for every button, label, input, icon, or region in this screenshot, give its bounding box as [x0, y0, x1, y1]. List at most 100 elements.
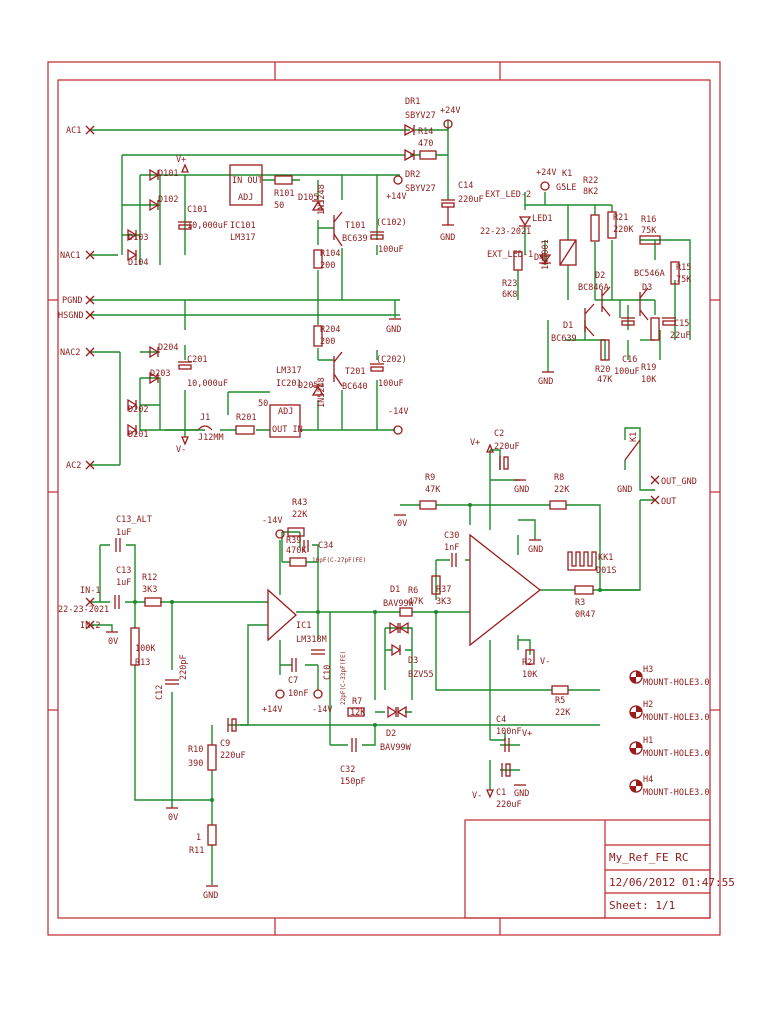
label-relay-c16: C16 [622, 355, 637, 365]
label-relay-c16-v: 100uF [614, 367, 640, 377]
label-amp-c34-v: 10pF(C-27pF(FE) [312, 557, 366, 564]
label-amp-r5-v: 22K [555, 708, 571, 718]
transistor-t101 [333, 211, 343, 247]
resistor-r39 [289, 557, 307, 567]
label-relay-d1: D1 [563, 321, 573, 331]
label-connectors-in1: IN-1 [80, 586, 100, 596]
resistor-r22 [590, 214, 600, 242]
label-psu-p24: +24V [440, 106, 460, 116]
resistor-r3 [574, 585, 594, 595]
psu-wires [90, 120, 449, 466]
label-psu-d102: D102 [158, 195, 178, 205]
label-amp-c9-v: 220uF [220, 751, 246, 761]
label-amp-r3-v: 0R47 [575, 610, 595, 620]
label-amp-kk1-v: D01S [596, 566, 616, 576]
capacitor-c30 [451, 553, 457, 567]
diode-dr1 [404, 123, 416, 137]
title-block: My_Ref_FE RC 12/06/2012 01:47:55 Sheet: … [464, 819, 735, 919]
label-amp-r9: R9 [425, 473, 435, 483]
label-amp-c1: C1 [496, 788, 506, 798]
label-amp-c10-v: 22pF(C-33pF(FE) [340, 651, 347, 705]
label-psu-c102: (C102) [376, 218, 407, 228]
label-amp-c32: C32 [340, 765, 355, 775]
label-psu-ic101-v: LM317 [230, 233, 256, 243]
label-amp-c32-v: 150pF [340, 777, 366, 787]
label-relay-d4: D4 [534, 253, 544, 263]
label-psu-d204: D204 [158, 343, 178, 353]
label-amp-c30-v: 1nF [444, 543, 459, 553]
label-amp-r6: R6 [408, 586, 418, 596]
label-amp-vplus: V+ [470, 438, 480, 448]
label-amp-r12: R12 [142, 573, 157, 583]
label-amp-zero: 0V [168, 813, 178, 823]
label-relay-r16: R16 [641, 215, 656, 225]
title-date: 12/06/2012 01:47:55 [609, 876, 735, 889]
label-amp-c7: C7 [288, 676, 298, 686]
label-psu-d205-v: 1N5248 [317, 377, 327, 408]
label-gnd: GND [514, 789, 529, 799]
resistor-r6 [399, 607, 413, 617]
label-psu-d205: D205 [298, 381, 318, 391]
label-psu-t201-v: BC640 [342, 382, 368, 392]
label-psu-d105: D105 [298, 193, 318, 203]
label-psu-dr2: DR2 [405, 170, 420, 180]
capacitor-c7 [291, 658, 297, 672]
diode-d1-bav [389, 621, 409, 635]
label-pgnd: PGND [62, 296, 82, 306]
led1-symbol [518, 216, 532, 227]
label-nac1: NAC1 [60, 251, 80, 261]
label-psu-r104: R104 [320, 249, 340, 259]
label-amp-vplus: V+ [522, 729, 532, 739]
label-psu-t201: T201 [345, 367, 365, 377]
label-amp-r8-v: 22K [554, 485, 570, 495]
label-psu-d103: D103 [128, 233, 148, 243]
resistor-r19 [650, 317, 660, 341]
label-amp-kk1: KK1 [598, 553, 613, 563]
label-relay-r21-v: 220K [613, 225, 634, 235]
label-connectors-out: OUT [661, 497, 676, 507]
label-gnd: GND [440, 233, 455, 243]
label-amp-m14b: -14V [312, 705, 332, 715]
vminus-arrow [181, 436, 189, 446]
label-amp-p14a: +14V [262, 705, 282, 715]
resistor-r101 [274, 175, 293, 185]
psu-labels: AC1 NAC1 PGND HSGND NAC2 AC2 DR1 SBYV27 … [58, 97, 484, 471]
label-holes-0-ref: H3 [643, 665, 653, 675]
title-name: My_Ref_FE RC [609, 851, 688, 864]
label-amp-r11-v: 1 [196, 833, 201, 843]
label-amp-c10: C10 [323, 665, 333, 680]
label-gnd: GND [538, 377, 553, 387]
relay-k1-coil [559, 239, 577, 266]
label-amp-r39: R39 [286, 536, 301, 546]
label-amp-r13-v: 100K [135, 644, 156, 654]
label-relay-p24: +24V [536, 168, 556, 178]
label-relay-r21: R21 [613, 213, 628, 223]
label-psu-r204: R204 [320, 325, 340, 335]
label-psu-c14-v: 220uF [458, 195, 484, 205]
supply-plus24 [443, 119, 453, 129]
capacitor-c102 [370, 231, 384, 240]
zener-d105 [311, 200, 325, 211]
supply-plus24-relay [540, 181, 550, 191]
label-connectors-out-gnd: OUT_GND [661, 477, 697, 487]
label-gnd: GND [203, 891, 218, 901]
diode-d203 [149, 371, 160, 385]
capacitor-c101 [178, 221, 192, 230]
psu-parts [85, 119, 455, 470]
relay-section: EXT_LED-2 22-23-2021 EXT_LED-1 +24V K1 G… [480, 168, 697, 591]
resistor-r104 [313, 249, 323, 269]
capacitor-c14 [441, 202, 455, 208]
label-amp-r3: R3 [575, 598, 585, 608]
regulator-ic101 [229, 164, 263, 206]
mount-hole-h3: H3 MOUNT-HOLE3.0 [629, 665, 710, 688]
resistor-r13 [130, 627, 140, 666]
label-holes-2-ref: H1 [643, 736, 653, 746]
label-amp-c34: C34 [318, 541, 333, 551]
power-amp-triangle [469, 533, 542, 647]
capacitor-c1 [501, 763, 511, 777]
resistor-r2 [525, 649, 535, 665]
capacitor-c2 [499, 456, 509, 470]
label-psu-r201-v: 50 [258, 399, 268, 409]
label-relay-r15-v: 75K [676, 275, 692, 285]
